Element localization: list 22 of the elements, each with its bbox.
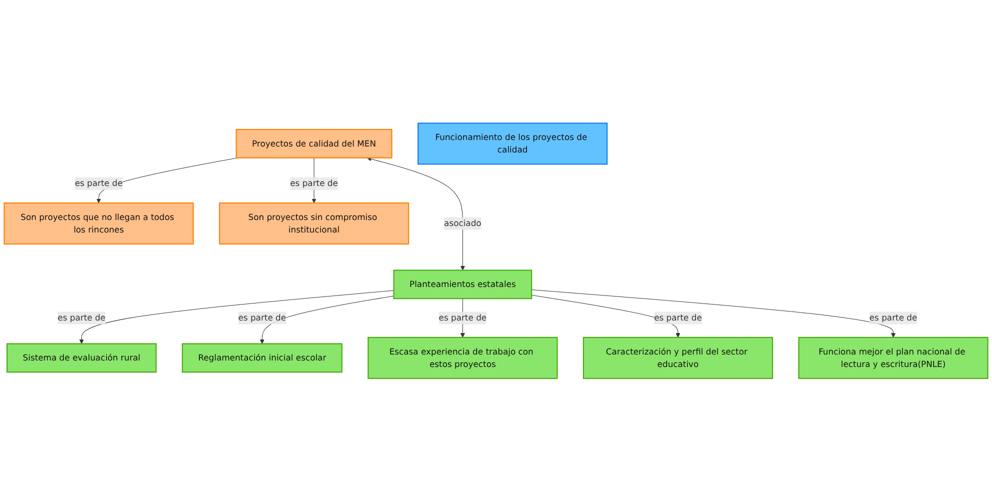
- node-box: [393, 269, 532, 299]
- edge-label: es parte de: [74, 178, 123, 188]
- node-box: [418, 122, 608, 164]
- edge-label: es parte de: [238, 312, 286, 322]
- edge-label: es parte de: [438, 312, 487, 322]
- edge-label: es parte de: [290, 178, 338, 188]
- node-box: [368, 336, 558, 379]
- node-box: [798, 336, 988, 379]
- edge-label: es parte de: [654, 312, 702, 322]
- edge-label: es parte de: [869, 312, 918, 322]
- node-box: [236, 128, 392, 158]
- arrow: [260, 295, 394, 344]
- edge-label: es parte de: [58, 312, 106, 322]
- arrow: [79, 290, 394, 344]
- node-box: [218, 202, 410, 244]
- diagram: es parte de es parte de asociado es parte de es parte de es parte de es parte de es parte de Funcionamiento de los proyectos de calidad Proyectos de calidad del MEN Son proyectos que no llegan a todos los rincones Son proyectos sin compromiso institucional Planteamientos estatales Escasa experiencia de trabajo con estos proyectos Caracterización y perfil del sector educativo Funciona mejor el plan nacional de lectura y escritura(PNLE) Sistema de evaluación rural Reglamentación inicial escolar: [0, 118, 992, 382]
- arrow: [366, 156, 465, 270]
- node-box: [182, 342, 342, 372]
- edge-label: asociado: [444, 218, 482, 228]
- node-box: [582, 336, 774, 379]
- node-box: [4, 202, 194, 244]
- node-box: [6, 342, 157, 372]
